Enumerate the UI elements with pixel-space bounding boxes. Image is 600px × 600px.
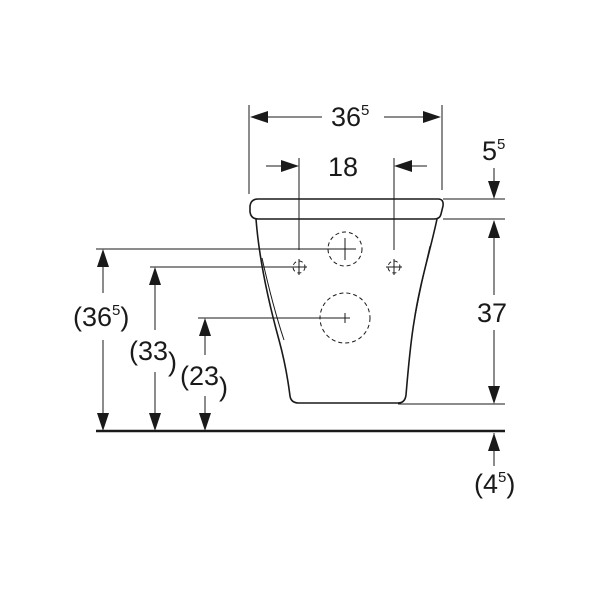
bowl-inner-left <box>261 257 285 341</box>
lid-outline <box>249 198 444 220</box>
floor-offset-label: (45) <box>474 469 515 499</box>
overall-width-dimension <box>250 111 441 123</box>
fixing-height-dimension <box>149 267 161 431</box>
supply-height-dimension <box>97 249 109 431</box>
fixing-height-label: (33) <box>129 336 177 377</box>
inlet-spacing-label: 18 <box>328 152 358 182</box>
fixture-outline <box>249 198 444 404</box>
bowl-height-label: 37 <box>477 298 507 328</box>
fixing-hole-right <box>386 259 402 275</box>
supply-height-label: (365) <box>73 302 129 332</box>
bowl-height-dimension <box>488 220 500 404</box>
extension-lines <box>96 105 505 405</box>
bowl-outline <box>255 218 438 404</box>
bowl-inner-right <box>413 245 431 323</box>
drain-height-dimension <box>199 318 211 431</box>
inlet-spacing-dimension <box>266 160 427 172</box>
lid-thickness-label: 55 <box>482 136 505 166</box>
lid-thickness-dimension <box>488 168 500 199</box>
floor-offset-dimension <box>488 433 500 466</box>
drain-height-label: (23) <box>180 361 228 402</box>
overall-width-label: 365 <box>331 102 369 132</box>
